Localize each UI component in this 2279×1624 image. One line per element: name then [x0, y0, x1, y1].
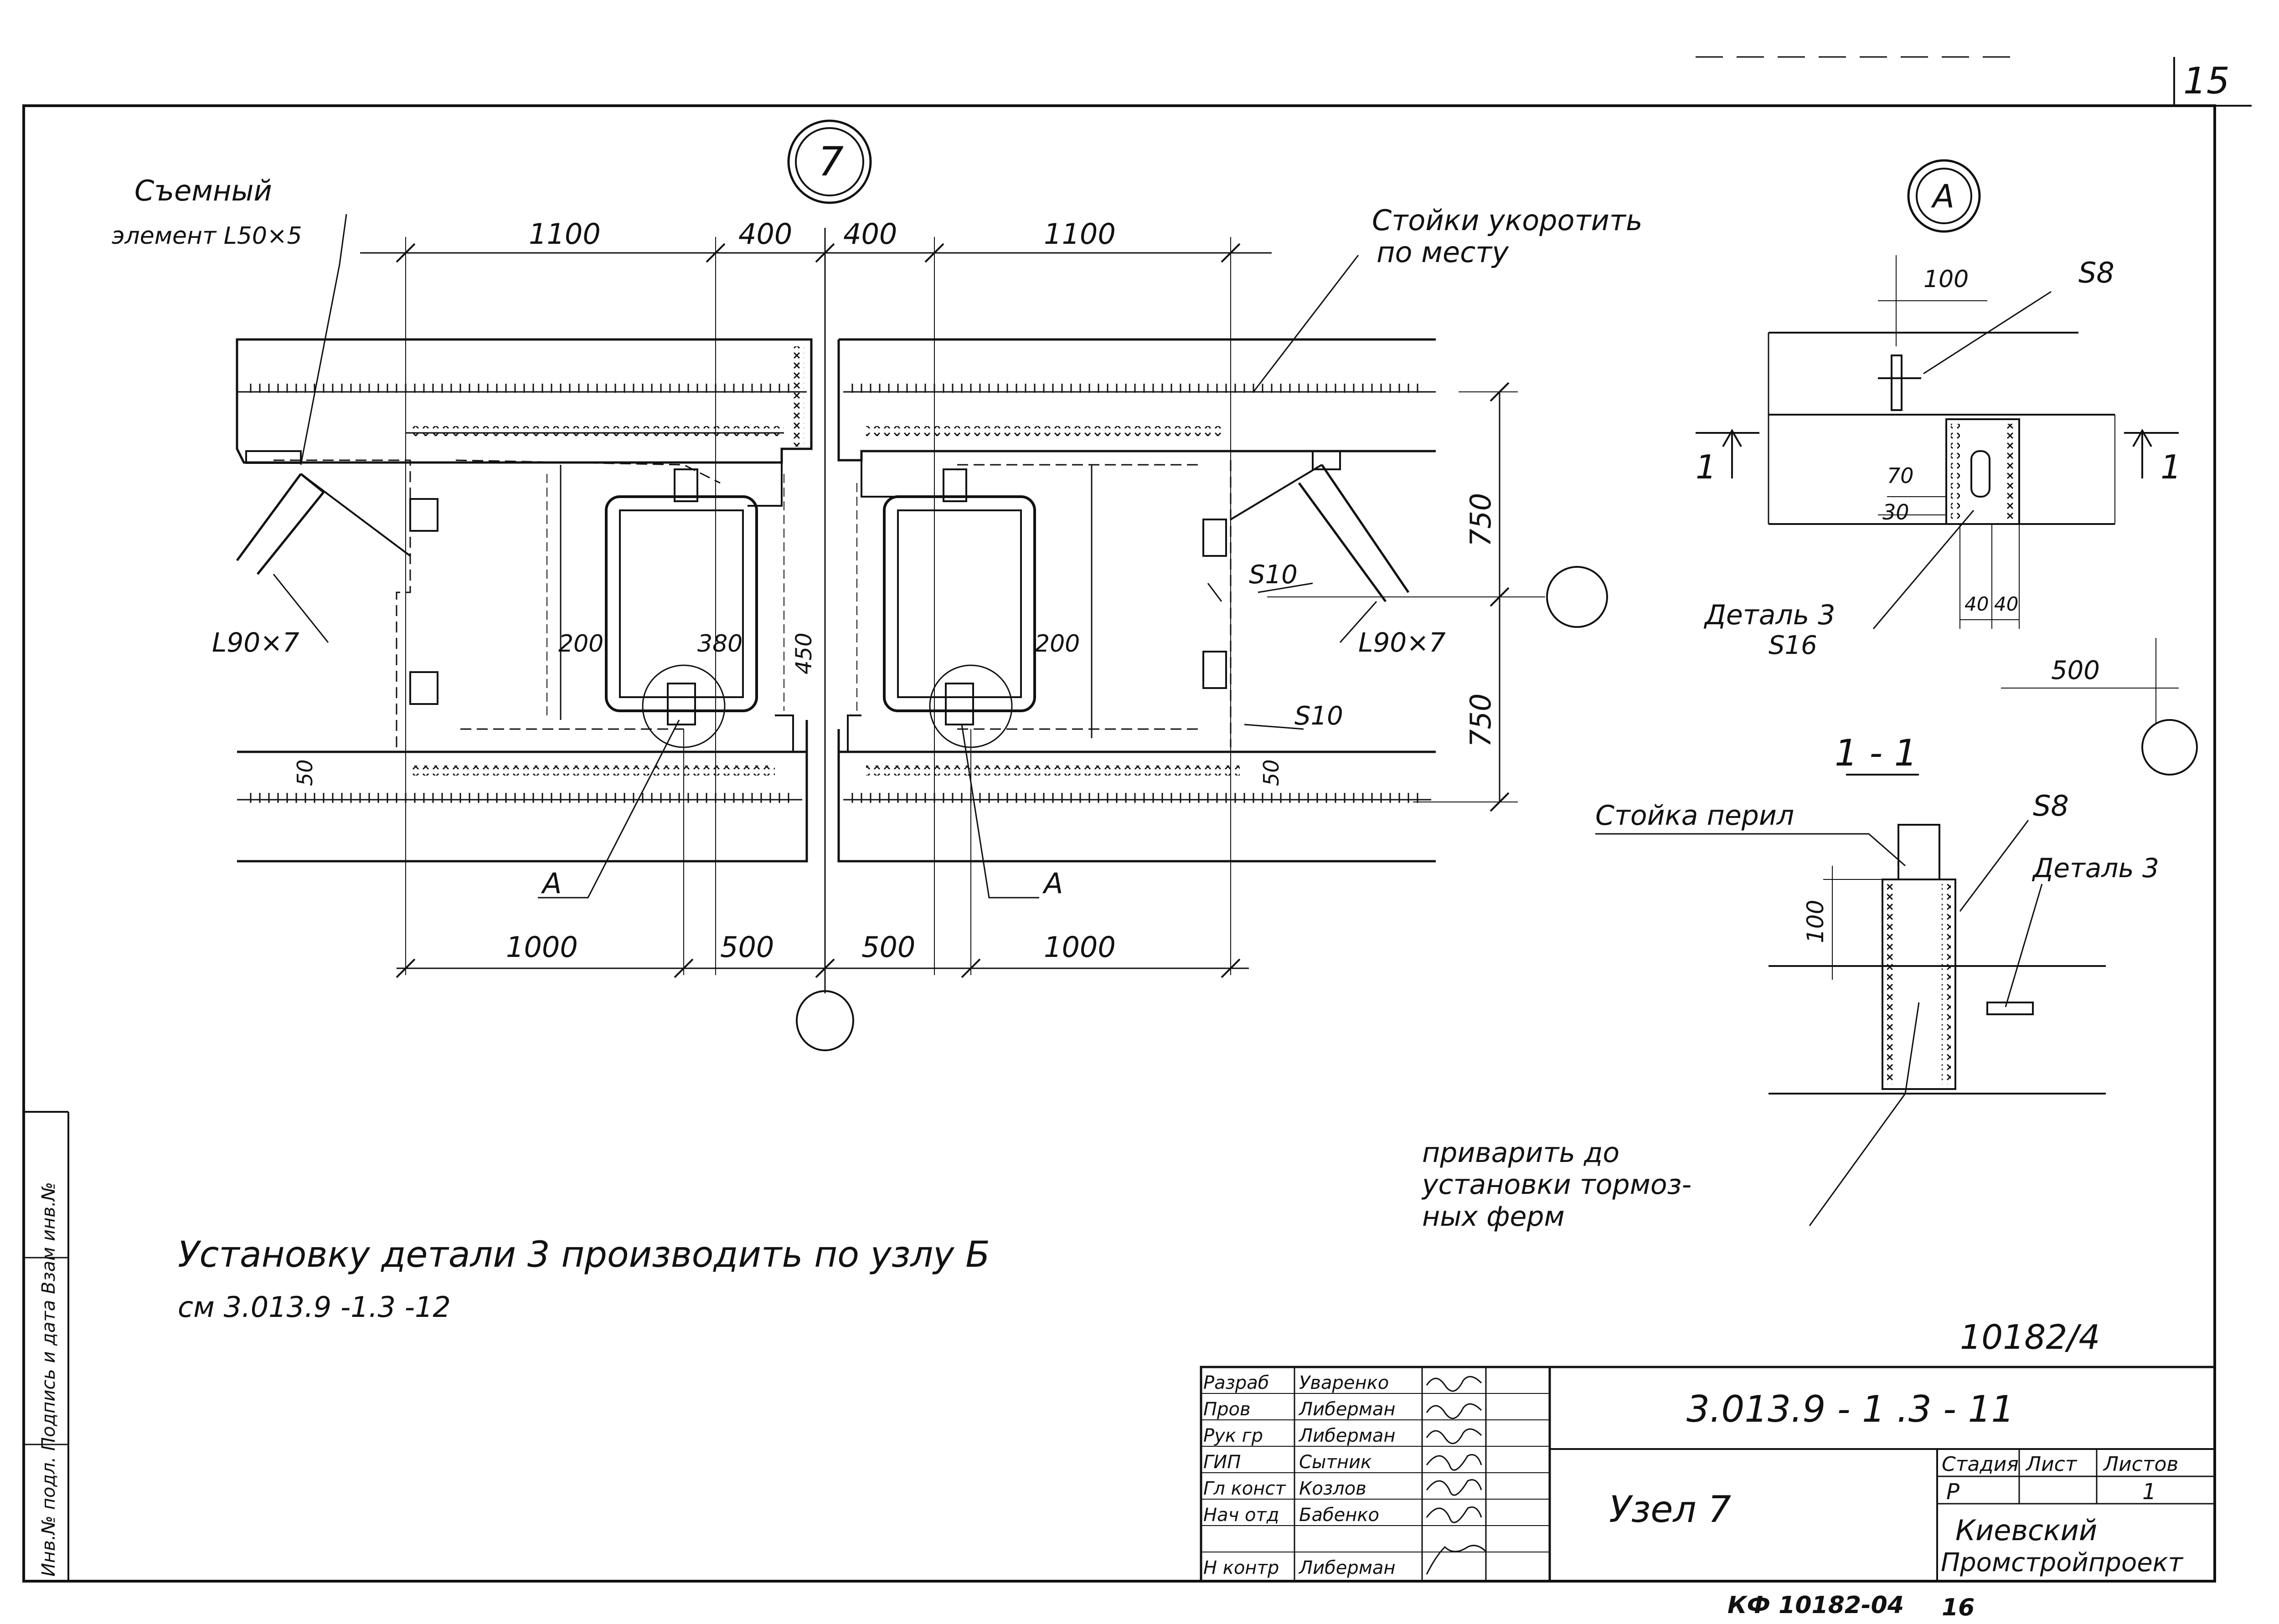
sheets-total: 1 [2142, 1479, 2156, 1505]
detail-a-view [1696, 159, 2198, 776]
detail-a-dim-500: 500 [2051, 656, 2100, 685]
org-name-1: Киевский [1955, 1514, 2097, 1547]
detail-a-dim-40b: 40 [1994, 593, 2018, 615]
vertical-dim-1: 750 [1464, 493, 1497, 547]
sig-name-8: Либерман [1298, 1557, 1396, 1578]
stage-value: Р [1946, 1479, 1959, 1505]
sig-role-2: Пров [1203, 1399, 1251, 1420]
copy-number: 16 [1942, 1594, 1975, 1621]
page-number: 15 [2183, 60, 2230, 102]
doc-code: 3.013.9 - 1 .3 - 11 [1686, 1388, 2014, 1430]
section-1-1-view [1595, 774, 2106, 1226]
section-dim-100: 100 [1802, 900, 1829, 943]
detail-a-s8: S8 [2078, 256, 2114, 289]
archive-number: 10182/4 [1960, 1318, 2100, 1357]
weld-note-1: приварить до [1422, 1137, 1619, 1169]
detail-ref-right: А [1042, 867, 1063, 900]
weld-note-2: установки тормоз- [1421, 1169, 1691, 1201]
drawing-name: Узел 7 [1609, 1488, 1731, 1531]
sig-role-8: Н контр [1203, 1557, 1279, 1578]
title-block-frame [1200, 1366, 2216, 1583]
removable-label: Съемный [134, 174, 272, 207]
bottom-dim-1: 1000 [506, 930, 578, 964]
angle-right-label: L90×7 [1358, 627, 1446, 658]
weld-note-3: ных ферм [1422, 1201, 1565, 1233]
sig-name-2: Либерман [1298, 1399, 1396, 1420]
sig-role-1: Разраб [1203, 1372, 1269, 1393]
sig-role-5: Гл конст [1203, 1478, 1286, 1499]
inner-dim-50-left: 50 [293, 759, 317, 786]
bottom-dim-4: 1000 [1044, 930, 1116, 964]
top-dim-1: 1100 [529, 217, 601, 251]
side-stamp-text: Инв.№ подл. Подпись и дата Взам инв.№ [38, 1182, 59, 1577]
detail-a-dim-30: 30 [1882, 500, 1909, 524]
detail-a-dim-70: 70 [1887, 463, 1914, 488]
posts-trim-label-1: Стойки укоротить [1372, 204, 1643, 237]
bottom-dim-3: 500 [861, 930, 915, 964]
sheet-texts: 15 7 Съемный элемент L50×5 Стойки укорот… [38, 60, 2230, 1621]
sheet-frame [22, 56, 2252, 1583]
section-detail3: Деталь 3 [2032, 853, 2159, 884]
sig-name-3: Либерман [1298, 1425, 1396, 1446]
sig-name-5: Козлов [1299, 1478, 1366, 1499]
sig-role-4: ГИП [1203, 1452, 1241, 1473]
section-mark-left: 1 [1696, 448, 1717, 486]
inner-dim-450: 450 [791, 632, 817, 674]
inner-dim-200-left: 200 [558, 630, 603, 658]
general-note-line-1: Установку детали 3 производить по узлу Б [178, 1234, 990, 1275]
posts-trim-label-2: по месту [1377, 236, 1509, 269]
bottom-dim-2: 500 [720, 930, 774, 964]
vertical-dim-2: 750 [1464, 694, 1497, 747]
general-note-line-2: см 3.013.9 -1.3 -12 [178, 1290, 451, 1324]
section-s8: S8 [2033, 789, 2069, 822]
inner-dim-200-right: 200 [1035, 630, 1080, 658]
s10-label-b: S10 [1294, 701, 1343, 731]
s10-label-a: S10 [1249, 560, 1298, 590]
detail-a-detail3: Деталь 3 [1703, 599, 1835, 631]
inner-dim-50-right: 50 [1259, 759, 1284, 786]
sig-role-3: Рук гр [1203, 1425, 1263, 1446]
org-name-2: Промстройпроект [1941, 1548, 2183, 1578]
main-view [236, 119, 1608, 1051]
detail-a-dim-100: 100 [1923, 266, 1969, 293]
detail-a-label: А [1931, 178, 1954, 215]
angle-left-label: L90×7 [212, 627, 299, 658]
sheets-header: Листов [2103, 1453, 2178, 1476]
detail-ref-left: А [541, 867, 562, 900]
sig-role-6: Нач отд [1203, 1505, 1279, 1526]
detail-a-dim-40a: 40 [1964, 593, 1989, 615]
sig-name-1: Уваренко [1299, 1372, 1389, 1393]
section-mark-right: 1 [2160, 448, 2181, 486]
sheet-header: Лист [2025, 1453, 2078, 1476]
sig-name-4: Сытник [1299, 1452, 1372, 1473]
section-title: 1 - 1 [1835, 732, 1918, 774]
top-dim-2: 400 [738, 217, 792, 251]
top-dim-3: 400 [843, 217, 897, 251]
railing-post-label: Стойка перил [1595, 800, 1794, 832]
inner-dim-380: 380 [697, 630, 742, 658]
sig-name-6: Бабенко [1299, 1505, 1379, 1526]
removable-element-label: элемент L50×5 [112, 222, 302, 250]
copy-code: КФ 10182-04 [1727, 1592, 1904, 1619]
detail-a-s16: S16 [1769, 631, 1817, 660]
stage-header: Стадия [1942, 1453, 2019, 1476]
top-dim-4: 1100 [1044, 217, 1116, 251]
node-label: 7 [818, 138, 844, 185]
